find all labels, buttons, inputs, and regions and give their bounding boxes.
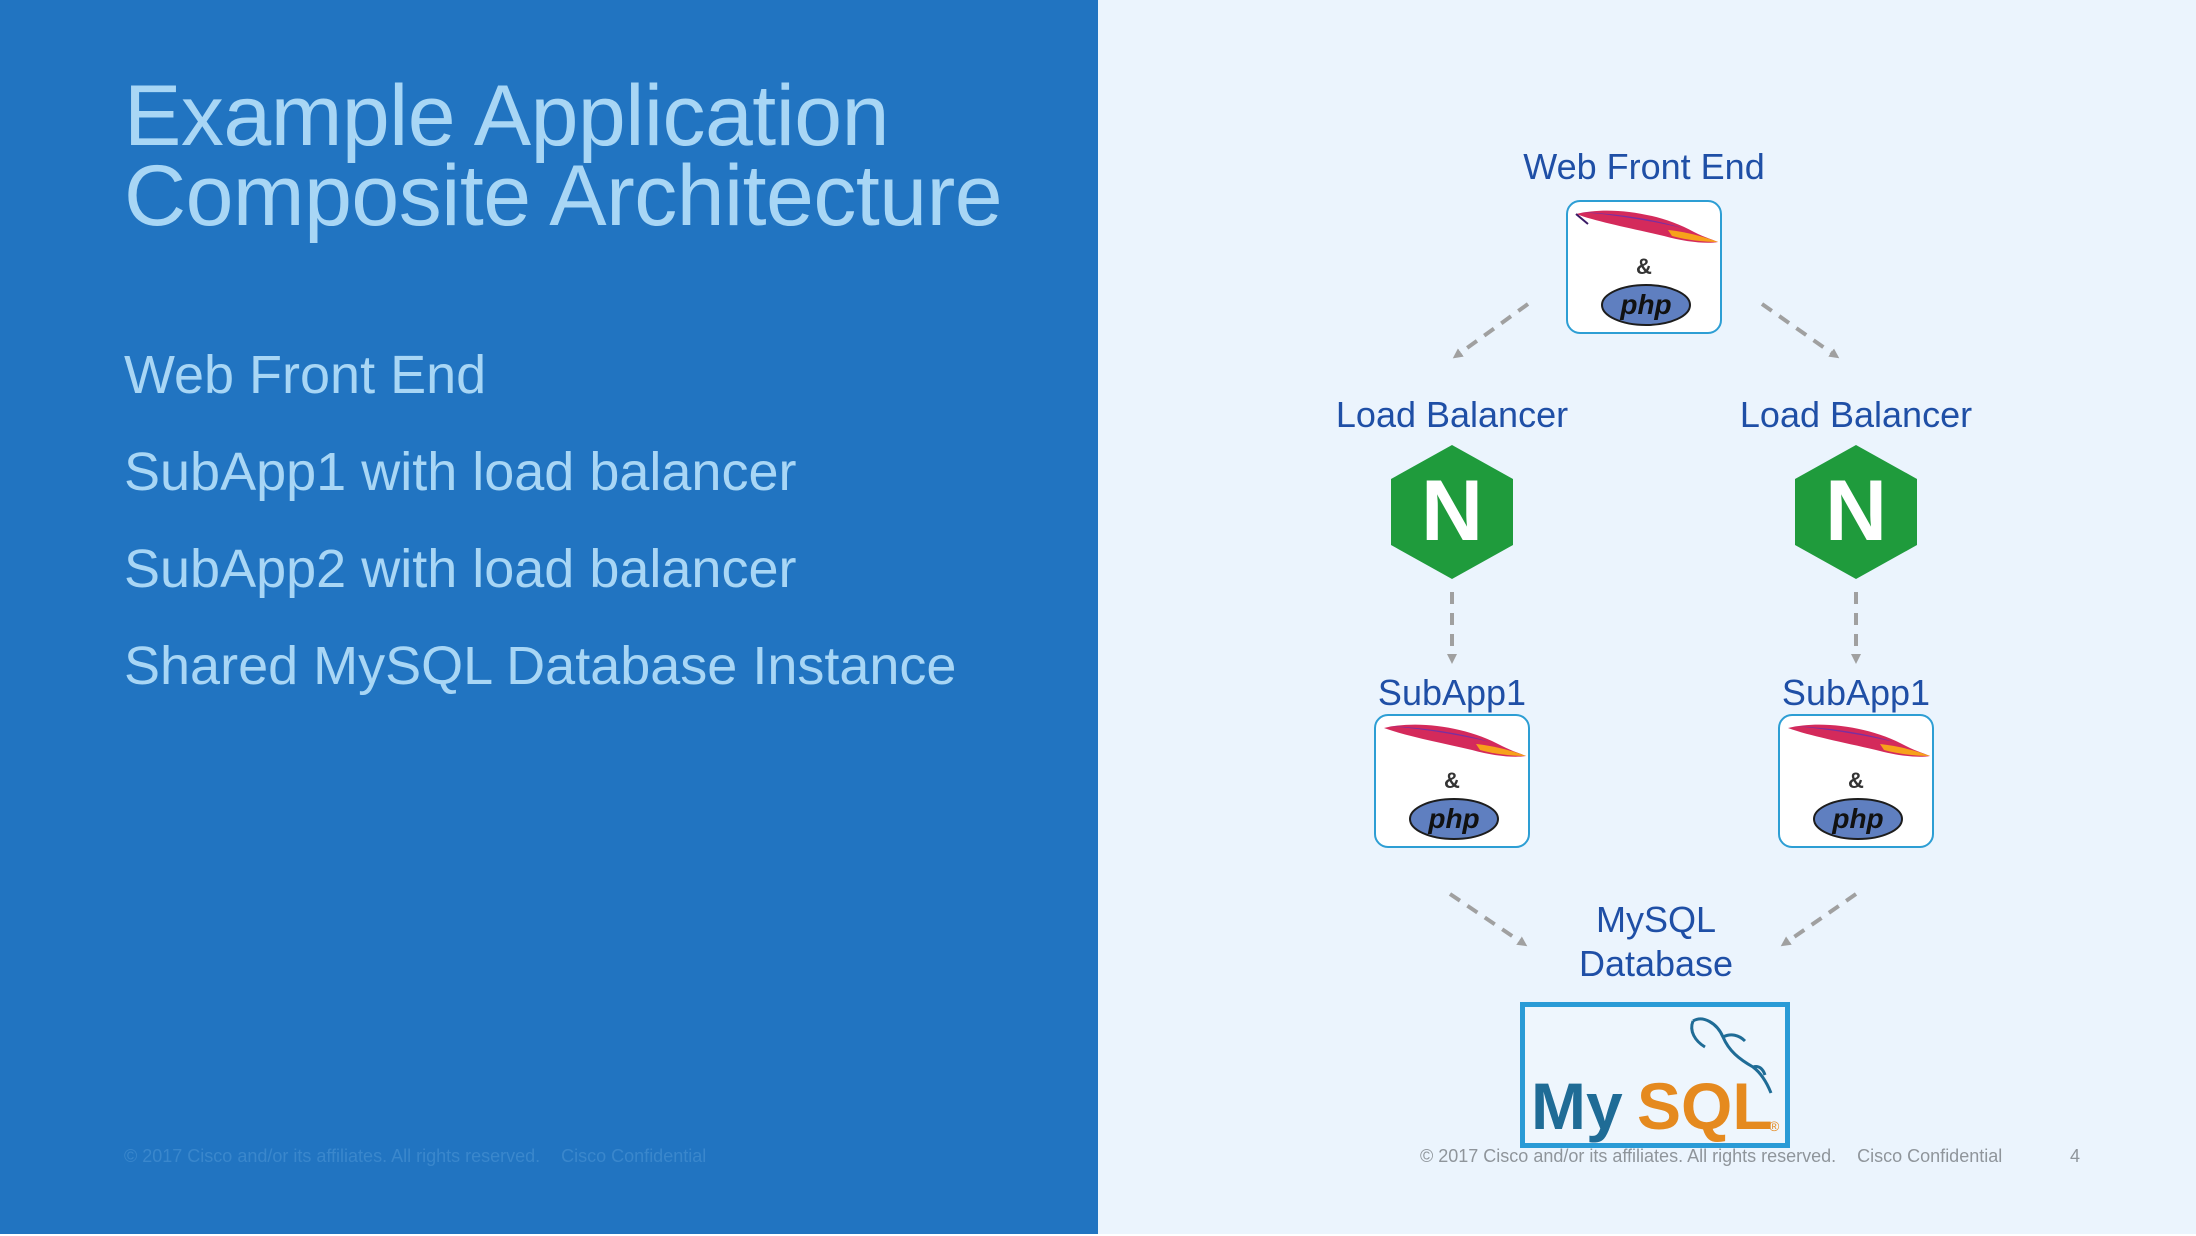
mysql-dolphin-icon [1690,1017,1773,1094]
apache-php-logo: & php [1788,724,1930,840]
web-front-end-node: & php [1566,200,1722,334]
ampersand-text: & [1848,768,1864,793]
mysql-sql-text: SQL [1637,1069,1773,1143]
nginx-letter: N [1421,463,1483,559]
load-balancer-left-label: Load Balancer [1335,394,1569,435]
mysql-label-line-2: Database [1578,943,1734,984]
subapp-left-node: & php [1374,714,1530,848]
php-logo-icon: php [1813,798,1903,840]
bullet-item: SubApp1 with load balancer [124,442,797,502]
nginx-logo-icon: N [1795,445,1917,579]
title-line-2: Composite Architecture [124,148,1003,244]
php-logo-icon: php [1409,798,1499,840]
bullet-item: Shared MySQL Database Instance [124,636,957,696]
apache-php-logo: & php [1575,210,1718,326]
mysql-label-line-1: MySQL [1595,899,1717,940]
nginx-logo-icon: N [1391,445,1513,579]
nginx-letter: N [1825,463,1887,559]
mysql-my-text: My [1531,1069,1623,1143]
footer-confidential: Cisco Confidential [1857,1146,2003,1166]
subapp-left-label: SubApp1 [1377,672,1527,713]
footer-copyright: © 2017 Cisco and/or its affiliates. All … [124,1146,541,1166]
php-logo-icon: php [1601,284,1691,326]
apache-feather-icon [1575,210,1718,243]
mysql-logo: My SQL ® [1531,1017,1780,1143]
bottom-strip [0,1234,2196,1236]
bullet-item: SubApp2 with load balancer [124,539,797,599]
load-balancer-right-label: Load Balancer [1739,394,1973,435]
bullet-item: Web Front End [124,345,487,405]
mysql-database-label: MySQL Database [1579,898,1733,986]
subapp-right-label: SubApp1 [1781,672,1931,713]
mysql-logo-box: My SQL ® [1520,1002,1790,1148]
subapp-right-node: & php [1778,714,1934,848]
left-panel: Example Application Composite Architectu… [0,0,1098,1234]
mysql-registered-mark: ® [1769,1118,1780,1134]
footer-confidential: Cisco Confidential [561,1146,707,1166]
slide-title: Example Application Composite Architectu… [124,68,1084,244]
apache-php-logo: & php [1384,724,1526,840]
footer-left: © 2017 Cisco and/or its affiliates. All … [124,1146,706,1167]
php-text: php [1619,289,1671,320]
bullet-list: Web Front End SubApp1 with load balancer… [124,340,956,728]
ampersand-text: & [1636,254,1652,279]
title-line-1: Example Application [124,68,889,164]
apache-feather-icon [1384,724,1526,757]
web-front-end-label: Web Front End [1523,146,1765,187]
page-number: 4 [2070,1146,2081,1166]
apache-feather-icon [1788,724,1930,757]
ampersand-text: & [1444,768,1460,793]
php-text: php [1831,803,1883,834]
php-text: php [1427,803,1479,834]
footer-right: © 2017 Cisco and/or its affiliates. All … [1420,1146,2002,1167]
footer-copyright: © 2017 Cisco and/or its affiliates. All … [1420,1146,1837,1166]
